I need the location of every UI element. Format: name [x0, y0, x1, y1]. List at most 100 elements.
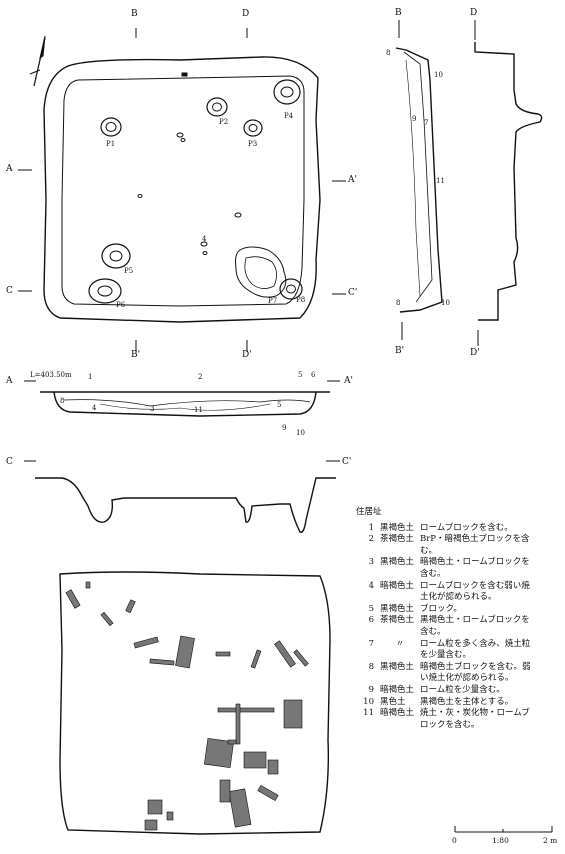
- layer-label: 5: [277, 401, 282, 409]
- label-b-prime: B': [131, 350, 141, 360]
- legend-no: 6: [368, 615, 374, 626]
- legend-no: 11: [363, 708, 374, 719]
- legend-desc: ブロック。: [420, 603, 462, 614]
- section-b-b: [395, 20, 443, 340]
- label-a-prime: A': [348, 175, 357, 185]
- layer-label: 9: [412, 115, 417, 123]
- pit-label: P1: [106, 140, 116, 148]
- scale-ratio: 1:80: [492, 836, 509, 845]
- legend-row: 8 黒褐色土暗褐色土ブロックを含む。弱い焼土化が認められる。: [356, 662, 556, 685]
- legend-soil: 黒褐色土: [380, 557, 415, 568]
- legend-no: 2: [368, 534, 374, 545]
- layer-label: 8: [396, 299, 401, 307]
- section-c-c: [24, 460, 340, 533]
- layer-label: 5: [298, 371, 303, 379]
- layer-label: 11: [194, 406, 203, 414]
- legend-row: 4 暗褐色土ロームブロックを含む弱い焼土化が認められる。: [356, 581, 556, 604]
- north-arrow-icon: [29, 35, 46, 87]
- label-d-bottom: D': [470, 348, 480, 358]
- elevation-label: L=403.50m: [30, 371, 72, 379]
- legend-desc: ローム粒を少量含む。: [420, 684, 505, 695]
- legend-soil: 暗褐色土: [380, 580, 415, 591]
- legend-no: 10: [363, 696, 374, 707]
- legend-row: 5 黒褐色土ブロック。: [356, 604, 556, 616]
- layer-label: 3: [150, 405, 155, 413]
- legend-desc: ロームブロックを含む弱い焼土化が認められる。: [420, 580, 530, 603]
- legend-soil: 茶褐色土: [380, 615, 415, 626]
- legend-no: 7: [368, 638, 374, 649]
- layer-label: 1: [88, 373, 93, 381]
- legend-desc: ロームブロックを含む。: [420, 522, 513, 533]
- label-d-top: D: [470, 8, 478, 18]
- scale-zero: 0: [452, 836, 457, 845]
- layer-label: 8: [386, 49, 391, 57]
- legend-row: 11 暗褐色土焼土・灰・炭化物・ロームブロックを含む。: [356, 708, 556, 731]
- legend-soil: 黒色土: [380, 696, 406, 707]
- legend-desc: 黒褐色土・ロームブロックを含む。: [420, 615, 530, 637]
- legend-soil: 黒褐色土: [380, 522, 415, 533]
- label-b-bottom: B': [395, 346, 405, 356]
- label-c: C: [6, 286, 13, 296]
- legend-no: 3: [368, 557, 374, 568]
- layer-label: 9: [282, 424, 287, 432]
- section-line-markers: [18, 28, 346, 352]
- pit-label: P4: [284, 112, 294, 120]
- scale-max: 2 m: [543, 836, 558, 845]
- legend-no: 1: [368, 522, 374, 533]
- layer-label: 4: [92, 404, 97, 412]
- legend-soil: 黒褐色土: [380, 661, 415, 672]
- pit-label: P3: [248, 140, 258, 148]
- legend-desc: 黒褐色土を主体とする。: [420, 696, 514, 707]
- legend-soil: 暗褐色土: [380, 708, 415, 719]
- legend-no: 4: [368, 580, 374, 591]
- label-d-prime: D': [242, 350, 252, 360]
- legend-heading: 住居址: [356, 507, 382, 517]
- layer-label: 10: [296, 429, 305, 437]
- legend-soil: 〃: [395, 638, 405, 649]
- layer-label: 2: [198, 373, 203, 381]
- legend-soil: 暗褐色土: [380, 684, 415, 695]
- label-b: B: [131, 9, 138, 19]
- legend-no: 8: [368, 661, 374, 672]
- layer-label: 10: [441, 299, 450, 307]
- layer-label: 10: [434, 71, 443, 79]
- legend-desc: BrP・暗褐色土ブロックを含む。: [420, 534, 530, 556]
- label-a: A: [6, 164, 13, 174]
- section-d-d: [474, 20, 543, 346]
- scale-bar: [454, 826, 553, 833]
- legend-desc: 焼土・灰・炭化物・ロームブロックを含む。: [420, 708, 530, 730]
- legend-desc: 暗褐色土ブロックを含む。弱い焼土化が認められる。: [420, 661, 531, 684]
- legend-desc: 暗褐色土・ロームブロックを含む。: [420, 557, 530, 579]
- layer-label: 7: [424, 119, 429, 127]
- legend-soil: 黒褐色土: [380, 603, 415, 614]
- section-a-a: [24, 380, 340, 417]
- pit-label: P2: [219, 118, 229, 126]
- label-a-prime-section: A': [344, 376, 353, 386]
- legend-row: 1 黒褐色土ロームブロックを含む。: [356, 523, 556, 535]
- layer-label: 8: [60, 397, 65, 405]
- layer-label: 11: [436, 177, 445, 185]
- legend-desc: ローム粒を多く含み、焼土粒を少量含む。: [420, 638, 531, 661]
- artifact-plan: [59, 571, 331, 835]
- legend-no: 9: [368, 684, 374, 695]
- legend-row: 3 黒褐色土暗褐色土・ロームブロックを含む。: [356, 557, 556, 580]
- label-d: D: [242, 9, 250, 19]
- legend-row: 6 茶褐色土黒褐色土・ロームブロックを含む。: [356, 615, 556, 638]
- pit-label: P5: [124, 267, 134, 275]
- legend-row: 10 黒色土 黒褐色土を主体とする。: [356, 697, 556, 709]
- label-c-prime-section: C': [342, 457, 352, 467]
- pit-label: P7: [268, 297, 278, 305]
- layer-label: 6: [311, 371, 316, 379]
- legend-no: 5: [368, 603, 374, 614]
- label-b-top: B: [395, 8, 402, 18]
- legend-row: 9 暗褐色土ローム粒を少量含む。: [356, 685, 556, 697]
- legend-row: 7 〃 ローム粒を多く含み、焼土粒を少量含む。: [356, 639, 556, 662]
- label-c-prime: C': [348, 288, 358, 298]
- pit-label: P6: [116, 301, 126, 309]
- label-a-section: A: [6, 376, 13, 386]
- dwelling-plan: [43, 56, 321, 323]
- label-c-section: C: [6, 457, 13, 467]
